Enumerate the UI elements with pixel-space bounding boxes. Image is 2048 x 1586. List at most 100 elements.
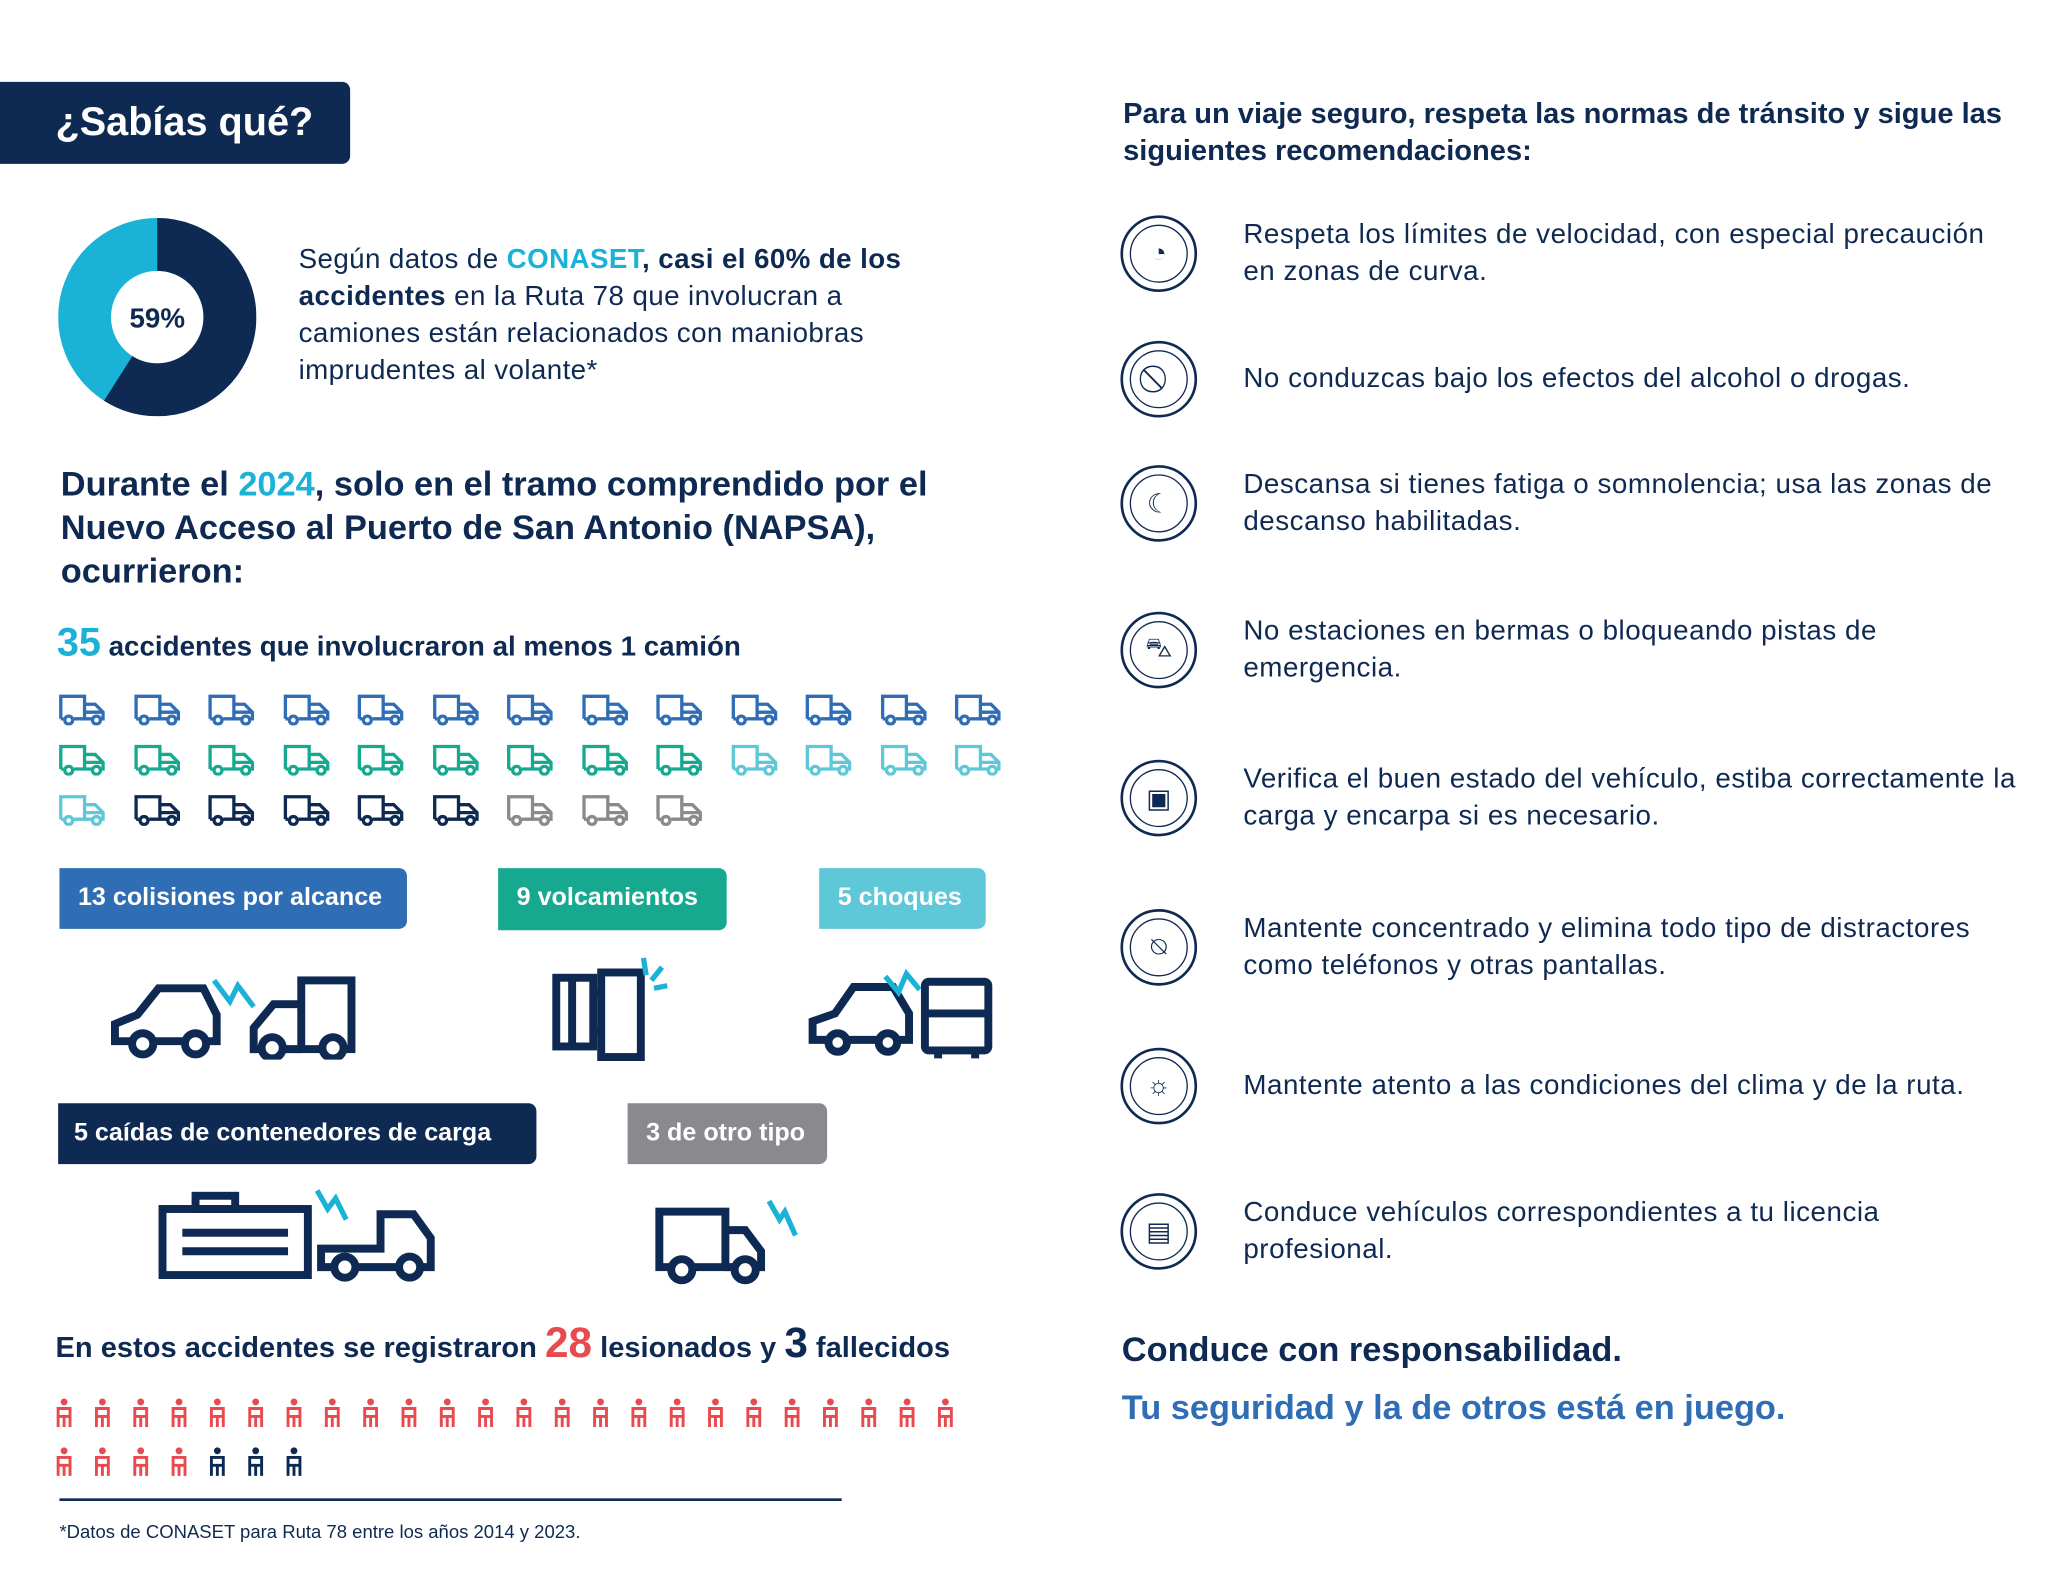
truck-icon: [432, 694, 478, 726]
recommendation-text: No conduzcas bajo los efectos del alcoho…: [1243, 363, 1911, 394]
category-pill: 5 caídas de contenedores de carga: [58, 1103, 537, 1165]
injured-person-icon: [95, 1447, 110, 1476]
fatigue-icon: ☾: [1120, 465, 1198, 542]
truck-icon: [208, 694, 255, 726]
truck-icon: [432, 795, 478, 826]
no-parking-icon: ⛍: [1120, 611, 1198, 689]
truck-icon: [731, 694, 777, 726]
truck-icon: [59, 795, 105, 826]
injured-person-icon: [439, 1398, 455, 1428]
recommendation-text: Descansa si tienes fatiga o somnolencia;…: [1243, 469, 1993, 537]
period-year: 2024: [238, 463, 315, 504]
injured-person-icon: [95, 1398, 110, 1428]
victims-heading: En estos accidentes se registraron 28 le…: [55, 1319, 949, 1368]
injured-person-icon: [708, 1398, 723, 1428]
injured-person-icon: [823, 1398, 838, 1428]
victims-p3: fallecidos: [807, 1330, 950, 1364]
recommendation-item: ◔Respeta los límites de velocidad, con e…: [1120, 215, 2018, 293]
truck-icon: [432, 744, 478, 776]
category-pill: 3 de otro tipo: [627, 1103, 828, 1165]
deceased-person-icon: [209, 1447, 225, 1476]
truck-icon: [656, 795, 702, 826]
period-heading: Durante el 2024, solo en el tramo compre…: [61, 462, 986, 593]
truck-icon: [880, 744, 926, 776]
category-pill: 9 volcamientos: [498, 868, 727, 931]
truck-icon: [507, 744, 553, 776]
icon-glyph: ⃠: [1129, 350, 1188, 409]
category-pill: 5 choques: [819, 868, 986, 929]
injured-person-icon: [593, 1398, 608, 1428]
intro-p2: , casi el 60% de los accidentes: [298, 244, 902, 312]
truck-icon: [283, 694, 329, 726]
injured-person-icon: [133, 1447, 149, 1476]
recommendation-text: Verifica el buen estado del vehículo, es…: [1243, 763, 2016, 832]
truck-icon: [357, 744, 404, 776]
truck-icon: [581, 694, 628, 726]
truck-icon: [731, 744, 777, 776]
recommendation-item: ⃠ No conduzcas bajo los efectos del alcoh…: [1120, 340, 2018, 418]
injured-person-icon: [478, 1398, 493, 1428]
recommendation-item: ⍉ Mantente concentrado y elimina todo tip…: [1120, 909, 2018, 986]
injured-person-icon: [784, 1398, 800, 1428]
page-title: ¿Sabías qué?: [0, 81, 351, 164]
injured-person-icon: [746, 1398, 762, 1428]
recommendation-text: Mantente atento a las condiciones del cl…: [1243, 1070, 1965, 1101]
accidents-count: 35: [56, 621, 101, 665]
injured-person-icon: [401, 1398, 417, 1428]
truck-icon: [357, 694, 404, 726]
other-accident-icon: [655, 1199, 798, 1285]
injured-person-icon: [861, 1398, 877, 1428]
rear-end-collision-icon: [110, 976, 356, 1060]
donut-chart: 59%: [58, 218, 257, 417]
injured-person-icon: [669, 1398, 685, 1428]
injured-count: 28: [545, 1318, 593, 1367]
truck-icon: [59, 694, 105, 726]
recommendation-item: ☼ Mantente atento a las condiciones del c…: [1120, 1047, 2018, 1125]
recommendation-text: Mantente concentrado y elimina todo tipo…: [1243, 913, 1971, 981]
icon-glyph: ☾: [1129, 474, 1188, 533]
no-alcohol-icon: ⃠: [1120, 340, 1198, 418]
injured-person-icon: [171, 1398, 187, 1428]
truck-icon: [581, 795, 628, 826]
no-phone-icon: ⍉: [1120, 909, 1198, 986]
accidents-heading: 35 accidentes que involucraron al menos …: [57, 621, 741, 666]
crash-icon: [808, 968, 993, 1059]
icon-glyph: ⍉: [1129, 918, 1188, 977]
truck-icon: [656, 744, 702, 776]
injured-person-icon: [937, 1398, 953, 1428]
recommendation-item: ▣ Verifica el buen estado del vehículo, e…: [1120, 759, 2018, 837]
vehicle-check-icon: ▣: [1120, 759, 1198, 837]
truck-icon: [581, 744, 628, 776]
donut-label: 59%: [129, 303, 185, 334]
recommendation-text: No estaciones en bermas o bloqueando pis…: [1243, 615, 1877, 684]
truck-icon: [133, 795, 180, 826]
icon-glyph: ⛍: [1129, 621, 1188, 680]
truck-icon: [954, 744, 1001, 776]
container-fall-icon: [158, 1189, 435, 1282]
brand-conaset: CONASET: [506, 244, 643, 275]
injured-person-icon: [286, 1398, 302, 1428]
icon-glyph: ▣: [1129, 768, 1188, 828]
truck-icon: [805, 744, 852, 776]
recommendations-title: Para un viaje seguro, respeta las normas…: [1123, 96, 2002, 167]
intro-p3: en la Ruta 78 que involucran a camiones …: [298, 281, 864, 386]
truck-icon: [805, 694, 852, 726]
people-grid: [55, 1398, 980, 1479]
injured-person-icon: [324, 1398, 340, 1428]
deceased-person-icon: [286, 1447, 302, 1476]
recommendation-item: ⛍ No estaciones en bermas o bloqueando pi…: [1120, 611, 2018, 689]
icon-glyph: ▤: [1129, 1202, 1188, 1261]
weather-icon: ☼: [1120, 1047, 1198, 1125]
category-pill: 13 colisiones por alcance: [59, 868, 407, 929]
deceased-person-icon: [248, 1447, 264, 1476]
injured-person-icon: [631, 1398, 647, 1428]
divider: [59, 1498, 842, 1501]
recommendation-text: Conduce vehículos correspondientes a tu …: [1243, 1197, 1880, 1265]
truck-icon: [208, 795, 255, 826]
injured-person-icon: [133, 1398, 149, 1428]
truck-icon: [507, 694, 553, 726]
injured-person-icon: [554, 1398, 570, 1428]
closing-line-2: Tu seguridad y la de otros está en juego…: [1121, 1387, 1786, 1428]
truck-icon: [954, 694, 1001, 726]
